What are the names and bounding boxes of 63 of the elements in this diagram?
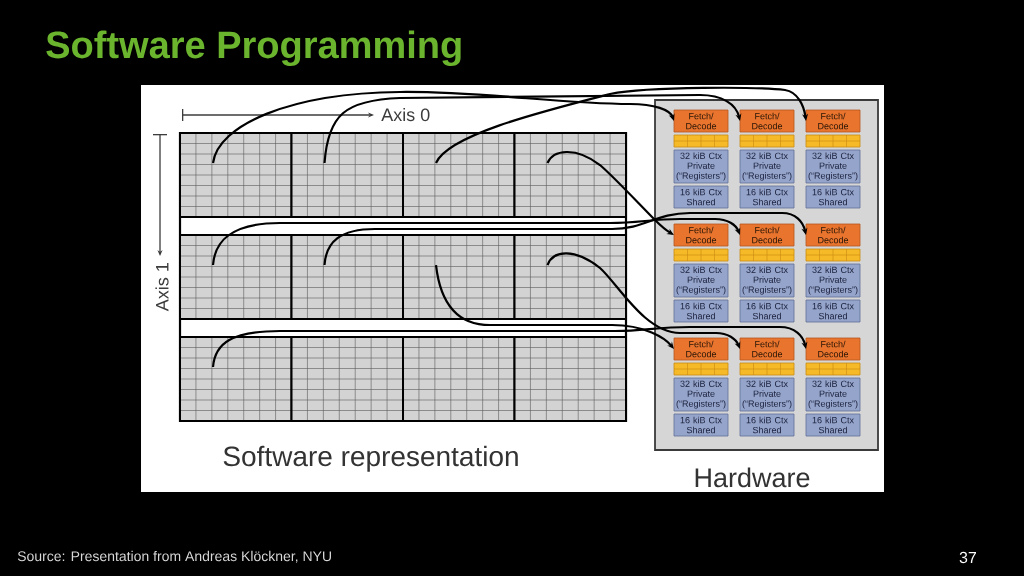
shared-memory-box: 16 kiB Ctx Shared bbox=[673, 413, 729, 437]
context-box: 32 kiB Ctx Private (“Registers”) bbox=[673, 149, 729, 184]
grid-block bbox=[513, 132, 627, 218]
alu-grid bbox=[673, 134, 729, 148]
curved-arrow bbox=[323, 93, 742, 164]
axis-label: Axis 0 bbox=[381, 107, 430, 122]
context-box: 32 kiB Ctx Private (“Registers”) bbox=[805, 377, 861, 412]
shared-memory-box: 16 kiB Ctx Shared bbox=[805, 413, 861, 437]
panel-caption: Hardware bbox=[695, 467, 810, 488]
shared-memory-box: 16 kiB Ctx Shared bbox=[673, 299, 729, 323]
grid-block bbox=[179, 336, 293, 422]
curved-arrow bbox=[435, 86, 809, 164]
shared-memory-box: 16 kiB Ctx Shared bbox=[805, 185, 861, 209]
curved-arrow bbox=[211, 90, 675, 164]
fetch-decode-box: Fetch/ Decode bbox=[805, 223, 861, 247]
context-box: 32 kiB Ctx Private (“Registers”) bbox=[739, 149, 795, 184]
fetch-decode-box: Fetch/ Decode bbox=[805, 109, 861, 133]
curved-arrow bbox=[546, 150, 674, 235]
grid-block bbox=[179, 132, 293, 218]
alu-grid bbox=[673, 248, 729, 262]
grid-block bbox=[513, 336, 627, 422]
fetch-decode-box: Fetch/ Decode bbox=[805, 337, 861, 361]
context-box: 32 kiB Ctx Private (“Registers”) bbox=[805, 149, 861, 184]
shared-memory-box: 16 kiB Ctx Shared bbox=[739, 413, 795, 437]
context-box: 32 kiB Ctx Private (“Registers”) bbox=[673, 263, 729, 298]
shared-memory-box: 16 kiB Ctx Shared bbox=[739, 185, 795, 209]
alu-grid bbox=[739, 362, 795, 376]
fetch-decode-box: Fetch/ Decode bbox=[739, 109, 795, 133]
curved-arrow bbox=[211, 325, 808, 368]
alu-grid bbox=[805, 248, 861, 262]
shared-memory-box: 16 kiB Ctx Shared bbox=[739, 299, 795, 323]
curved-arrow bbox=[434, 264, 674, 349]
context-box: 32 kiB Ctx Private (“Registers”) bbox=[673, 377, 729, 412]
alu-grid bbox=[739, 248, 795, 262]
grid-block bbox=[402, 132, 516, 218]
axis-label: Axis 1 bbox=[155, 263, 169, 312]
panel-caption: Software representation bbox=[223, 445, 518, 472]
curved-arrow bbox=[211, 217, 741, 266]
alu-grid bbox=[739, 134, 795, 148]
fetch-decode-box: Fetch/ Decode bbox=[673, 337, 729, 361]
alu-grid bbox=[673, 362, 729, 376]
grid-block bbox=[402, 234, 516, 320]
grid-block bbox=[179, 234, 293, 320]
context-box: 32 kiB Ctx Private (“Registers”) bbox=[739, 263, 795, 298]
alu-grid bbox=[805, 362, 861, 376]
source-note: Source: Presentation from Andreas Klöckner, NYU bbox=[17, 550, 331, 563]
context-box: 32 kiB Ctx Private (“Registers”) bbox=[739, 377, 795, 412]
shared-memory-box: 16 kiB Ctx Shared bbox=[805, 299, 861, 323]
grid-block bbox=[290, 336, 404, 422]
page-number: 37 bbox=[959, 551, 976, 564]
fetch-decode-box: Fetch/ Decode bbox=[673, 109, 729, 133]
fetch-decode-box: Fetch/ Decode bbox=[673, 223, 729, 247]
fetch-decode-box: Fetch/ Decode bbox=[739, 223, 795, 247]
shared-memory-box: 16 kiB Ctx Shared bbox=[673, 185, 729, 209]
context-box: 32 kiB Ctx Private (“Registers”) bbox=[805, 263, 861, 298]
curved-arrow bbox=[546, 252, 741, 349]
grid-block bbox=[402, 336, 516, 422]
grid-block bbox=[290, 234, 404, 320]
alu-grid bbox=[805, 134, 861, 148]
grid-block bbox=[290, 132, 404, 218]
grid-block bbox=[513, 234, 627, 320]
fetch-decode-box: Fetch/ Decode bbox=[739, 337, 795, 361]
slide-title: Software Programming bbox=[46, 30, 461, 67]
